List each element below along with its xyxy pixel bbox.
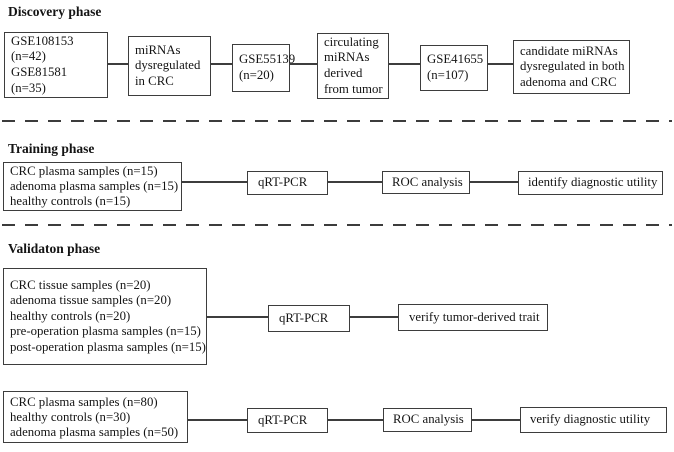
connector-discovery-1	[107, 63, 128, 65]
connector-training-2	[327, 181, 382, 183]
phase-title-validation: Validaton phase	[8, 241, 101, 256]
box-training-samples: CRC plasma samples (n=15) adenoma plasma…	[3, 162, 182, 211]
box-validation1-samples: CRC tissue samples (n=20) adenoma tissue…	[3, 268, 207, 365]
connector-training-1	[181, 181, 247, 183]
phase-title-discovery: Discovery phase	[8, 4, 102, 19]
connector-training-3	[469, 181, 518, 183]
connector-validation2-1	[187, 419, 247, 421]
box-circulating-mirnas: circulating miRNAs derived from tumor	[317, 33, 389, 99]
box-gse41655: GSE41655 (n=107)	[420, 45, 488, 91]
box-gse55139: GSE55139 (n=20)	[232, 44, 295, 92]
phase-title-training: Training phase	[8, 141, 95, 156]
connector-validation1-2	[349, 316, 398, 318]
box-validation2-samples: CRC plasma samples (n=80) healthy contro…	[3, 391, 188, 443]
connector-discovery-4	[388, 63, 420, 65]
box-training-identify-utility: identify diagnostic utility	[518, 171, 663, 195]
connector-discovery-3	[289, 63, 317, 65]
connector-validation2-2	[327, 419, 383, 421]
box-mirnas-dysregulated-crc: miRNAs dysregulated in CRC	[128, 36, 211, 96]
connector-validation1-1	[206, 316, 268, 318]
connector-discovery-5	[487, 63, 513, 65]
dashed-separator-1	[2, 120, 672, 122]
box-validation2-qrtpcr: qRT-PCR	[247, 408, 328, 433]
box-validation2-roc-analysis: ROC analysis	[383, 408, 472, 432]
box-training-qrtpcr: qRT-PCR	[247, 171, 328, 195]
dashed-separator-2	[2, 224, 672, 226]
box-candidate-mirnas: candidate miRNAs dysregulated in both ad…	[513, 40, 630, 94]
box-training-roc-analysis: ROC analysis	[382, 171, 470, 194]
box-gse108153-gse81581: GSE108153 (n=42) GSE81581 (n=35)	[4, 32, 108, 98]
box-validation2-verify-utility: verify diagnostic utility	[520, 407, 667, 433]
box-validation1-qrtpcr: qRT-PCR	[268, 305, 350, 332]
connector-validation2-3	[471, 419, 520, 421]
box-validation1-verify-trait: verify tumor-derived trait	[398, 304, 548, 331]
connector-discovery-2	[210, 63, 233, 65]
